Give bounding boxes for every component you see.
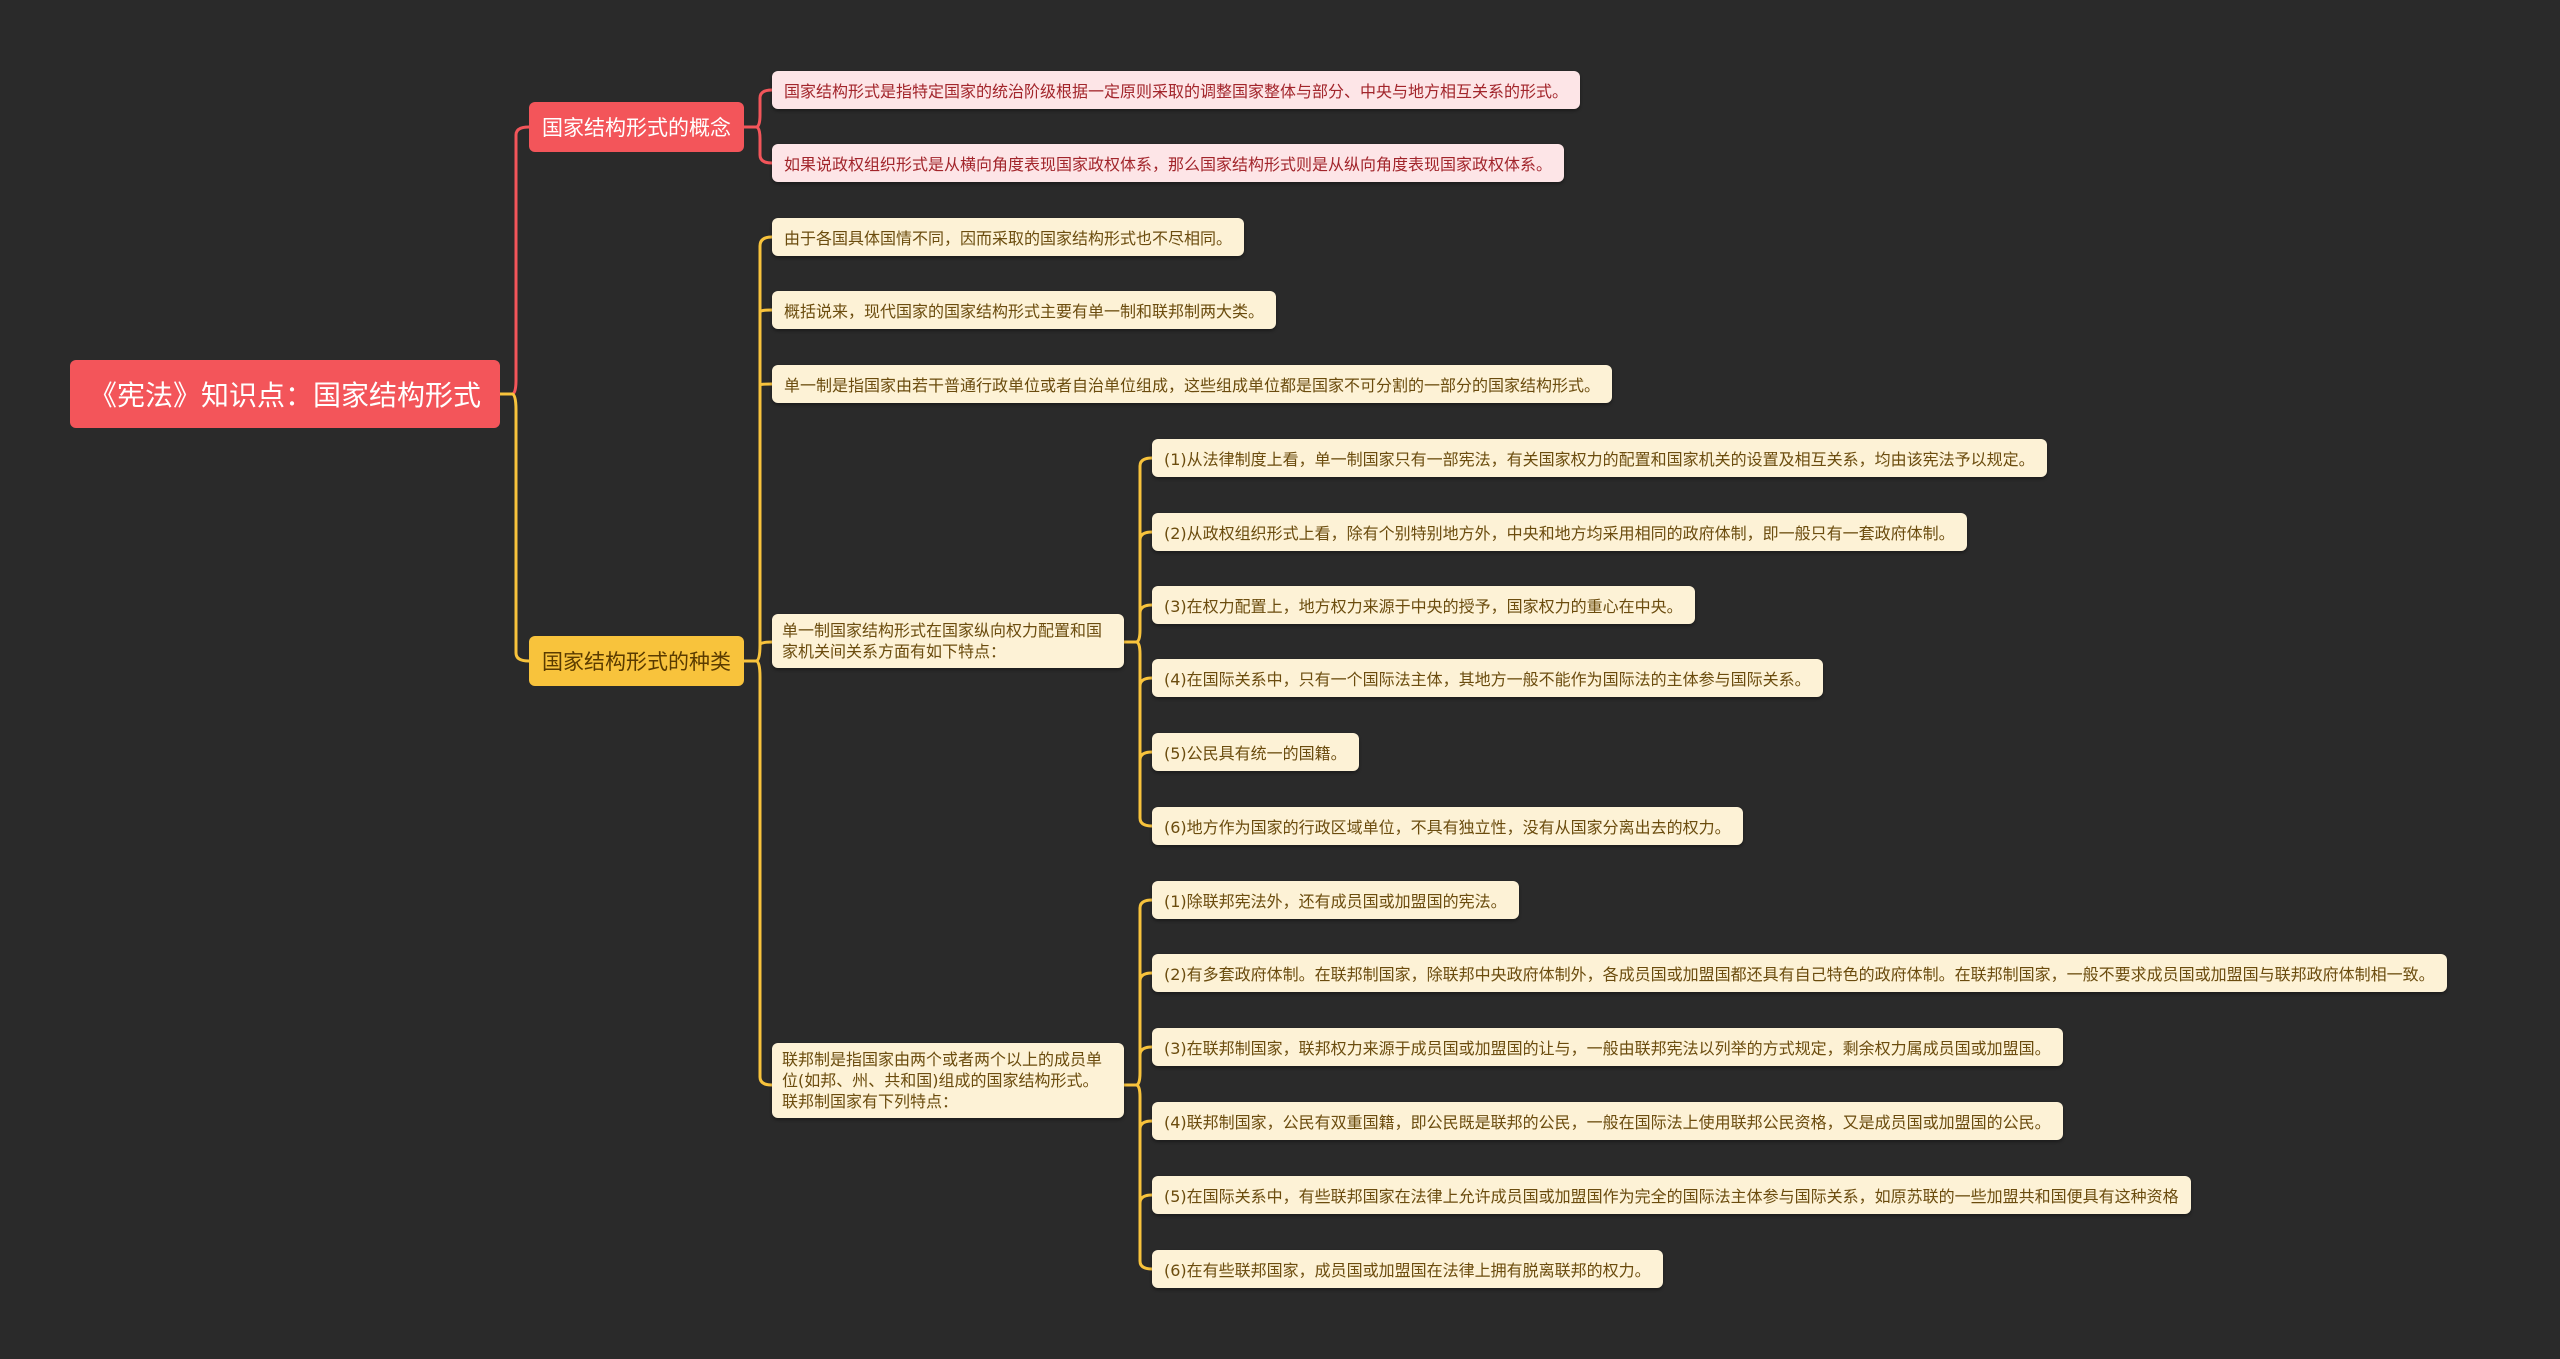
federal-item-4-text: (4)联邦制国家，公民有双重国籍，即公民既是联邦的公民，一般在国际法上使用联邦公… xyxy=(1164,1113,2051,1132)
types-item-1-text: 由于各国具体国情不同，因而采取的国家结构形式也不尽相同。 xyxy=(784,229,1233,248)
unitary-item-4[interactable]: (4)在国际关系中，只有一个国际法主体，其地方一般不能作为国际法的主体参与国际关… xyxy=(1152,659,1823,697)
federal-item-4[interactable]: (4)联邦制国家，公民有双重国籍，即公民既是联邦的公民，一般在国际法上使用联邦公… xyxy=(1152,1102,2063,1140)
unitary-item-3-text: (3)在权力配置上，地方权力来源于中央的授予，国家权力的重心在中央。 xyxy=(1164,597,1683,616)
edge-types-1 xyxy=(754,235,774,663)
federal-item-1[interactable]: (1)除联邦宪法外，还有成员国或加盟国的宪法。 xyxy=(1152,881,1519,919)
edge-federal-c2 xyxy=(1138,971,1154,983)
unitary-item-3[interactable]: (3)在权力配置上，地方权力来源于中央的授予，国家权力的重心在中央。 xyxy=(1152,586,1695,624)
unitary-topic[interactable]: 单一制国家结构形式在国家纵向权力配置和国家机关间关系方面有如下特点： xyxy=(772,614,1124,668)
edge-federal-up xyxy=(1134,898,1154,1087)
edge-unitary-c5 xyxy=(1138,750,1154,762)
unitary-item-6[interactable]: (6)地方作为国家的行政区域单位，不具有独立性，没有从国家分离出去的权力。 xyxy=(1152,807,1743,845)
edge-concept-1 xyxy=(742,88,774,129)
concept-item-2-text: 如果说政权组织形式是从横向角度表现国家政权体系，那么国家结构形式则是从纵向角度表… xyxy=(784,155,1553,174)
edge-root-types xyxy=(498,392,531,663)
edge-federal-c4 xyxy=(1138,1119,1154,1131)
edge-unitary-c4 xyxy=(1134,640,1154,828)
edge-types-2 xyxy=(758,308,774,314)
topic-concept[interactable]: 国家结构形式的概念 xyxy=(529,102,744,152)
edge-types-4 xyxy=(758,640,774,647)
edge-unitary-c3 xyxy=(1138,603,1154,615)
edge-federal-c5 xyxy=(1138,1193,1154,1205)
edge-types-5 xyxy=(754,659,774,1087)
edge-types-3 xyxy=(758,382,774,387)
topic-types-label: 国家结构形式的种类 xyxy=(542,650,731,674)
unitary-item-1-text: (1)从法律制度上看，单一制国家只有一部宪法，有关国家权力的配置和国家机关的设置… xyxy=(1164,450,2035,469)
unitary-item-4-text: (4)在国际关系中，只有一个国际法主体，其地方一般不能作为国际法的主体参与国际关… xyxy=(1164,670,1811,689)
federal-item-5[interactable]: (5)在国际关系中，有些联邦国家在法律上允许成员国或加盟国作为完全的国际法主体参… xyxy=(1152,1176,2191,1214)
edge-unitary-c4b xyxy=(1138,676,1154,688)
unitary-item-1[interactable]: (1)从法律制度上看，单一制国家只有一部宪法，有关国家权力的配置和国家机关的设置… xyxy=(1152,439,2047,477)
unitary-item-2[interactable]: (2)从政权组织形式上看，除有个别特别地方外，中央和地方均采用相同的政府体制，即… xyxy=(1152,513,1967,551)
federal-item-3[interactable]: (3)在联邦制国家，联邦权力来源于成员国或加盟国的让与，一般由联邦宪法以列举的方… xyxy=(1152,1028,2063,1066)
federal-item-6-text: (6)在有些联邦国家，成员国或加盟国在法律上拥有脱离联邦的权力。 xyxy=(1164,1261,1651,1280)
concept-item-2[interactable]: 如果说政权组织形式是从横向角度表现国家政权体系，那么国家结构形式则是从纵向角度表… xyxy=(772,144,1565,182)
types-item-2[interactable]: 概括说来，现代国家的国家结构形式主要有单一制和联邦制两大类。 xyxy=(772,291,1277,329)
edge-federal-c3 xyxy=(1138,1045,1154,1057)
edge-root-concept xyxy=(498,125,531,396)
federal-item-6[interactable]: (6)在有些联邦国家，成员国或加盟国在法律上拥有脱离联邦的权力。 xyxy=(1152,1250,1663,1288)
types-item-3[interactable]: 单一制是指国家由若干普通行政单位或者自治单位组成，这些组成单位都是国家不可分割的… xyxy=(772,365,1613,403)
types-item-1[interactable]: 由于各国具体国情不同，因而采取的国家结构形式也不尽相同。 xyxy=(772,218,1245,256)
edge-unitary-up xyxy=(1134,456,1154,644)
concept-item-1-text: 国家结构形式是指特定国家的统治阶级根据一定原则采取的调整国家整体与部分、中央与地… xyxy=(784,82,1569,101)
federal-item-1-text: (1)除联邦宪法外，还有成员国或加盟国的宪法。 xyxy=(1164,892,1507,911)
edge-unitary-c2 xyxy=(1138,530,1154,542)
unitary-item-5-text: (5)公民具有统一的国籍。 xyxy=(1164,744,1347,763)
edge-concept-2 xyxy=(742,125,774,165)
unitary-item-5[interactable]: (5)公民具有统一的国籍。 xyxy=(1152,733,1359,771)
federal-topic[interactable]: 联邦制是指国家由两个或者两个以上的成员单位(如邦、州、共和国)组成的国家结构形式… xyxy=(772,1043,1124,1118)
federal-item-2[interactable]: (2)有多套政府体制。在联邦制国家，除联邦中央政府体制外，各成员国或加盟国都还具… xyxy=(1152,954,2447,992)
unitary-topic-text: 单一制国家结构形式在国家纵向权力配置和国家机关间关系方面有如下特点： xyxy=(782,621,1103,661)
topic-concept-label: 国家结构形式的概念 xyxy=(542,116,731,140)
federal-topic-text: 联邦制是指国家由两个或者两个以上的成员单位(如邦、州、共和国)组成的国家结构形式… xyxy=(782,1050,1103,1111)
federal-item-3-text: (3)在联邦制国家，联邦权力来源于成员国或加盟国的让与，一般由联邦宪法以列举的方… xyxy=(1164,1039,2051,1058)
root-topic[interactable]: 《宪法》知识点：国家结构形式 xyxy=(70,360,500,428)
unitary-item-2-text: (2)从政权组织形式上看，除有个别特别地方外，中央和地方均采用相同的政府体制，即… xyxy=(1164,524,1955,543)
root-topic-label: 《宪法》知识点：国家结构形式 xyxy=(88,379,481,412)
federal-item-2-text: (2)有多套政府体制。在联邦制国家，除联邦中央政府体制外，各成员国或加盟国都还具… xyxy=(1164,965,2435,984)
edge-federal-down xyxy=(1134,1083,1154,1271)
concept-item-1[interactable]: 国家结构形式是指特定国家的统治阶级根据一定原则采取的调整国家整体与部分、中央与地… xyxy=(772,71,1581,109)
unitary-item-6-text: (6)地方作为国家的行政区域单位，不具有独立性，没有从国家分离出去的权力。 xyxy=(1164,818,1731,837)
types-item-2-text: 概括说来，现代国家的国家结构形式主要有单一制和联邦制两大类。 xyxy=(784,302,1265,321)
types-item-3-text: 单一制是指国家由若干普通行政单位或者自治单位组成，这些组成单位都是国家不可分割的… xyxy=(784,376,1601,395)
federal-item-5-text: (5)在国际关系中，有些联邦国家在法律上允许成员国或加盟国作为完全的国际法主体参… xyxy=(1164,1187,2179,1206)
topic-types[interactable]: 国家结构形式的种类 xyxy=(529,636,744,686)
